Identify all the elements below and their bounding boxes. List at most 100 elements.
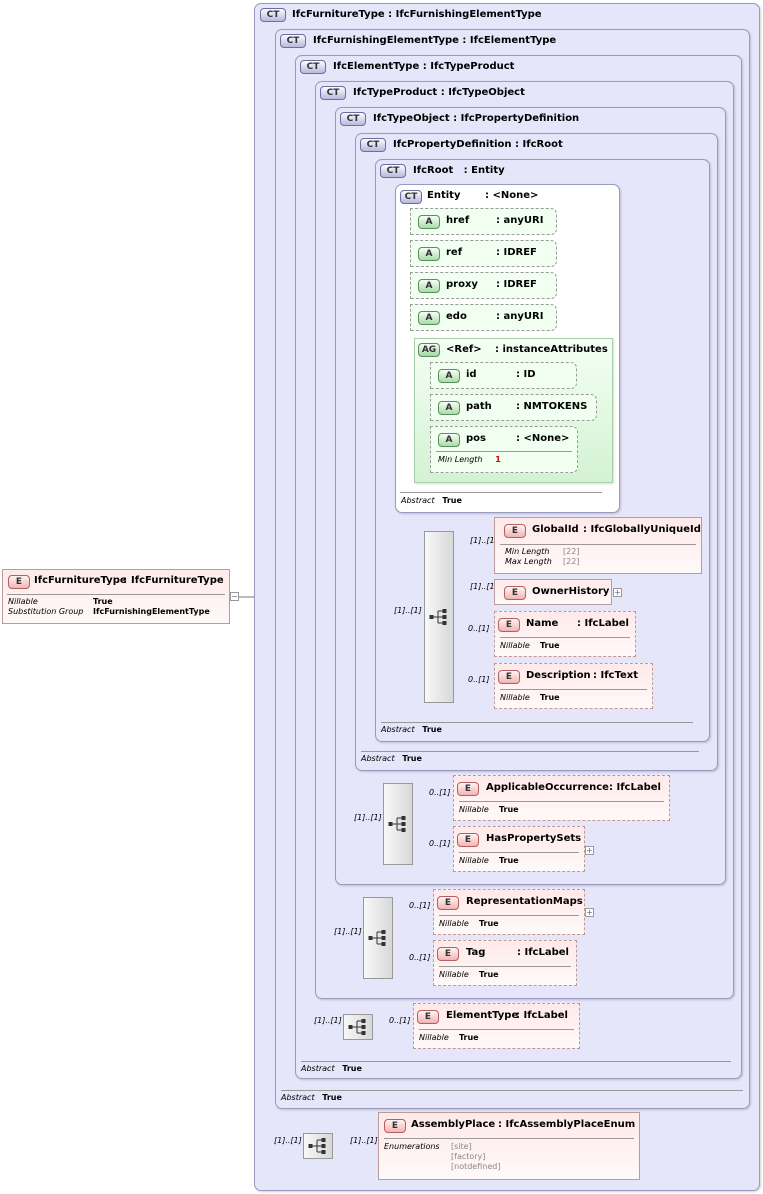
attribute-name: id — [466, 369, 477, 380]
attribute-type: : NMTOKENS — [516, 401, 588, 412]
attribute-id[interactable]: A id : ID — [430, 362, 577, 389]
attribute-name: pos — [466, 433, 486, 444]
element-cardinality: [1]..[1] — [470, 536, 498, 545]
element-tag[interactable]: E Tag : IfcLabel Nillable True — [433, 940, 577, 986]
prop-label: Nillable — [8, 597, 38, 606]
element-name: Description — [526, 670, 591, 681]
sequence-cardinality: [1]..[1] — [394, 606, 422, 615]
element-cardinality: 0..[1] — [429, 839, 451, 848]
sequence-icon — [368, 930, 386, 946]
element-applicableoccurrence[interactable]: E ApplicableOccurrence : IfcLabel Nillab… — [453, 775, 670, 821]
root-element-box[interactable]: E IfcFurnitureType : IfcFurnitureType Ni… — [2, 569, 230, 624]
divider — [381, 722, 693, 723]
nillable-prop: Nillable True — [439, 919, 499, 928]
element-representationmaps[interactable]: E RepresentationMaps Nillable True — [433, 889, 585, 935]
prop-value: True — [93, 597, 113, 606]
sequence-icon — [348, 1019, 366, 1035]
attribute-badge: A — [418, 247, 440, 261]
ct-badge-icon: CT — [320, 86, 346, 100]
divider — [500, 544, 696, 545]
element-badge: E — [384, 1119, 406, 1133]
attribute-badge: A — [418, 311, 440, 325]
attribute-name: proxy — [446, 279, 478, 290]
attribute-name: href — [446, 215, 470, 226]
element-badge: E — [498, 670, 520, 684]
abstract-prop: Abstract True — [281, 1093, 342, 1102]
ct-badge-icon: CT — [400, 190, 422, 204]
element-name: HasPropertySets — [486, 833, 582, 844]
sequence-cardinality: [1]..[1] — [334, 927, 362, 936]
element-cardinality: 0..[1] — [429, 788, 451, 797]
divider — [459, 852, 579, 853]
attribute-proxy[interactable]: A proxy : IDREF — [410, 272, 557, 299]
element-name: AssemblyPlace — [411, 1119, 496, 1130]
ct-title: IfcFurnishingElementType : IfcElementTyp… — [313, 35, 557, 46]
divider — [459, 801, 664, 802]
element-badge: E — [437, 947, 459, 961]
element-type: : IfcLabel — [609, 782, 661, 793]
nillable-prop: Nillable True — [459, 856, 519, 865]
element-elementtype[interactable]: E ElementType : IfcLabel Nillable True — [413, 1003, 580, 1049]
element-cardinality: 0..[1] — [468, 624, 490, 633]
element-name[interactable]: E Name : IfcLabel Nillable True — [494, 611, 636, 657]
element-haspropertysets[interactable]: E HasPropertySets Nillable True — [453, 826, 585, 872]
root-element-name: IfcFurnitureType — [34, 575, 127, 586]
expand-toggle[interactable]: + — [585, 908, 594, 917]
sequence-icon — [308, 1138, 326, 1154]
min-length-prop: Min Length 1 — [438, 455, 501, 464]
element-ownerhistory[interactable]: E OwnerHistory — [494, 579, 612, 605]
element-badge: E — [498, 618, 520, 632]
divider — [500, 689, 647, 690]
divider — [7, 594, 225, 595]
divider — [439, 915, 579, 916]
element-name: ApplicableOccurrence — [486, 782, 609, 793]
sequence-cardinality: [1]..[1] — [314, 1016, 342, 1025]
element-type: : IfcLabel — [577, 618, 629, 629]
expand-toggle[interactable]: + — [585, 846, 594, 855]
abstract-prop: Abstract True — [361, 754, 422, 763]
element-globalid[interactable]: E GlobalId : IfcGloballyUniqueId Min Len… — [494, 517, 702, 574]
attribute-badge: A — [418, 215, 440, 229]
divider — [384, 1138, 634, 1139]
ct-title: IfcTypeProduct : IfcTypeObject — [353, 87, 525, 98]
element-cardinality: 0..[1] — [389, 1016, 411, 1025]
element-badge: E — [504, 524, 526, 538]
divider — [361, 751, 699, 752]
ct-badge-icon: CT — [300, 60, 326, 74]
separator-colon: : — [123, 575, 127, 586]
attribute-href[interactable]: A href : anyURI — [410, 208, 557, 235]
ct-title: IfcTypeObject : IfcPropertyDefinition — [373, 113, 580, 124]
element-type: : IfcLabel — [517, 947, 569, 958]
prop-value: IfcFurnishingElementType — [93, 607, 210, 616]
element-name-label: Name — [526, 618, 559, 629]
element-name: ElementType — [446, 1010, 519, 1021]
divider — [281, 1090, 743, 1091]
element-assemblyplace[interactable]: E AssemblyPlace : IfcAssemblyPlaceEnum E… — [378, 1112, 640, 1180]
attribute-name: path — [466, 401, 492, 412]
element-name: OwnerHistory — [532, 586, 610, 597]
attribute-type: : anyURI — [496, 311, 544, 322]
attribute-group-ref: <Ref> — [446, 344, 482, 355]
attribute-path[interactable]: A path : NMTOKENS — [430, 394, 597, 421]
sequence-cardinality: [1]..[1] — [274, 1136, 302, 1145]
element-props-values: [22][22] — [563, 547, 580, 566]
nillable-prop: Nillable True — [439, 970, 499, 979]
attribute-pos[interactable]: A pos : <None> Min Length 1 — [430, 426, 578, 473]
attribute-ref[interactable]: A ref : IDREF — [410, 240, 557, 267]
element-type: : IfcAssemblyPlaceEnum — [498, 1119, 636, 1130]
ct-title: IfcPropertyDefinition : IfcRoot — [393, 139, 563, 150]
attribute-badge: A — [438, 433, 460, 447]
attribute-type: : IDREF — [496, 247, 537, 258]
element-name: GlobalId — [532, 524, 579, 535]
expand-toggle[interactable]: + — [613, 588, 622, 597]
element-cardinality: [1]..[1] — [350, 1136, 378, 1145]
element-description[interactable]: E Description : IfcText Nillable True — [494, 663, 653, 709]
element-name: Tag — [466, 947, 486, 958]
element-type: : IfcLabel — [516, 1010, 568, 1021]
attribute-name: ref — [446, 247, 463, 258]
collapse-toggle[interactable]: − — [230, 592, 239, 601]
attribute-edo[interactable]: A edo : anyURI — [410, 304, 557, 331]
